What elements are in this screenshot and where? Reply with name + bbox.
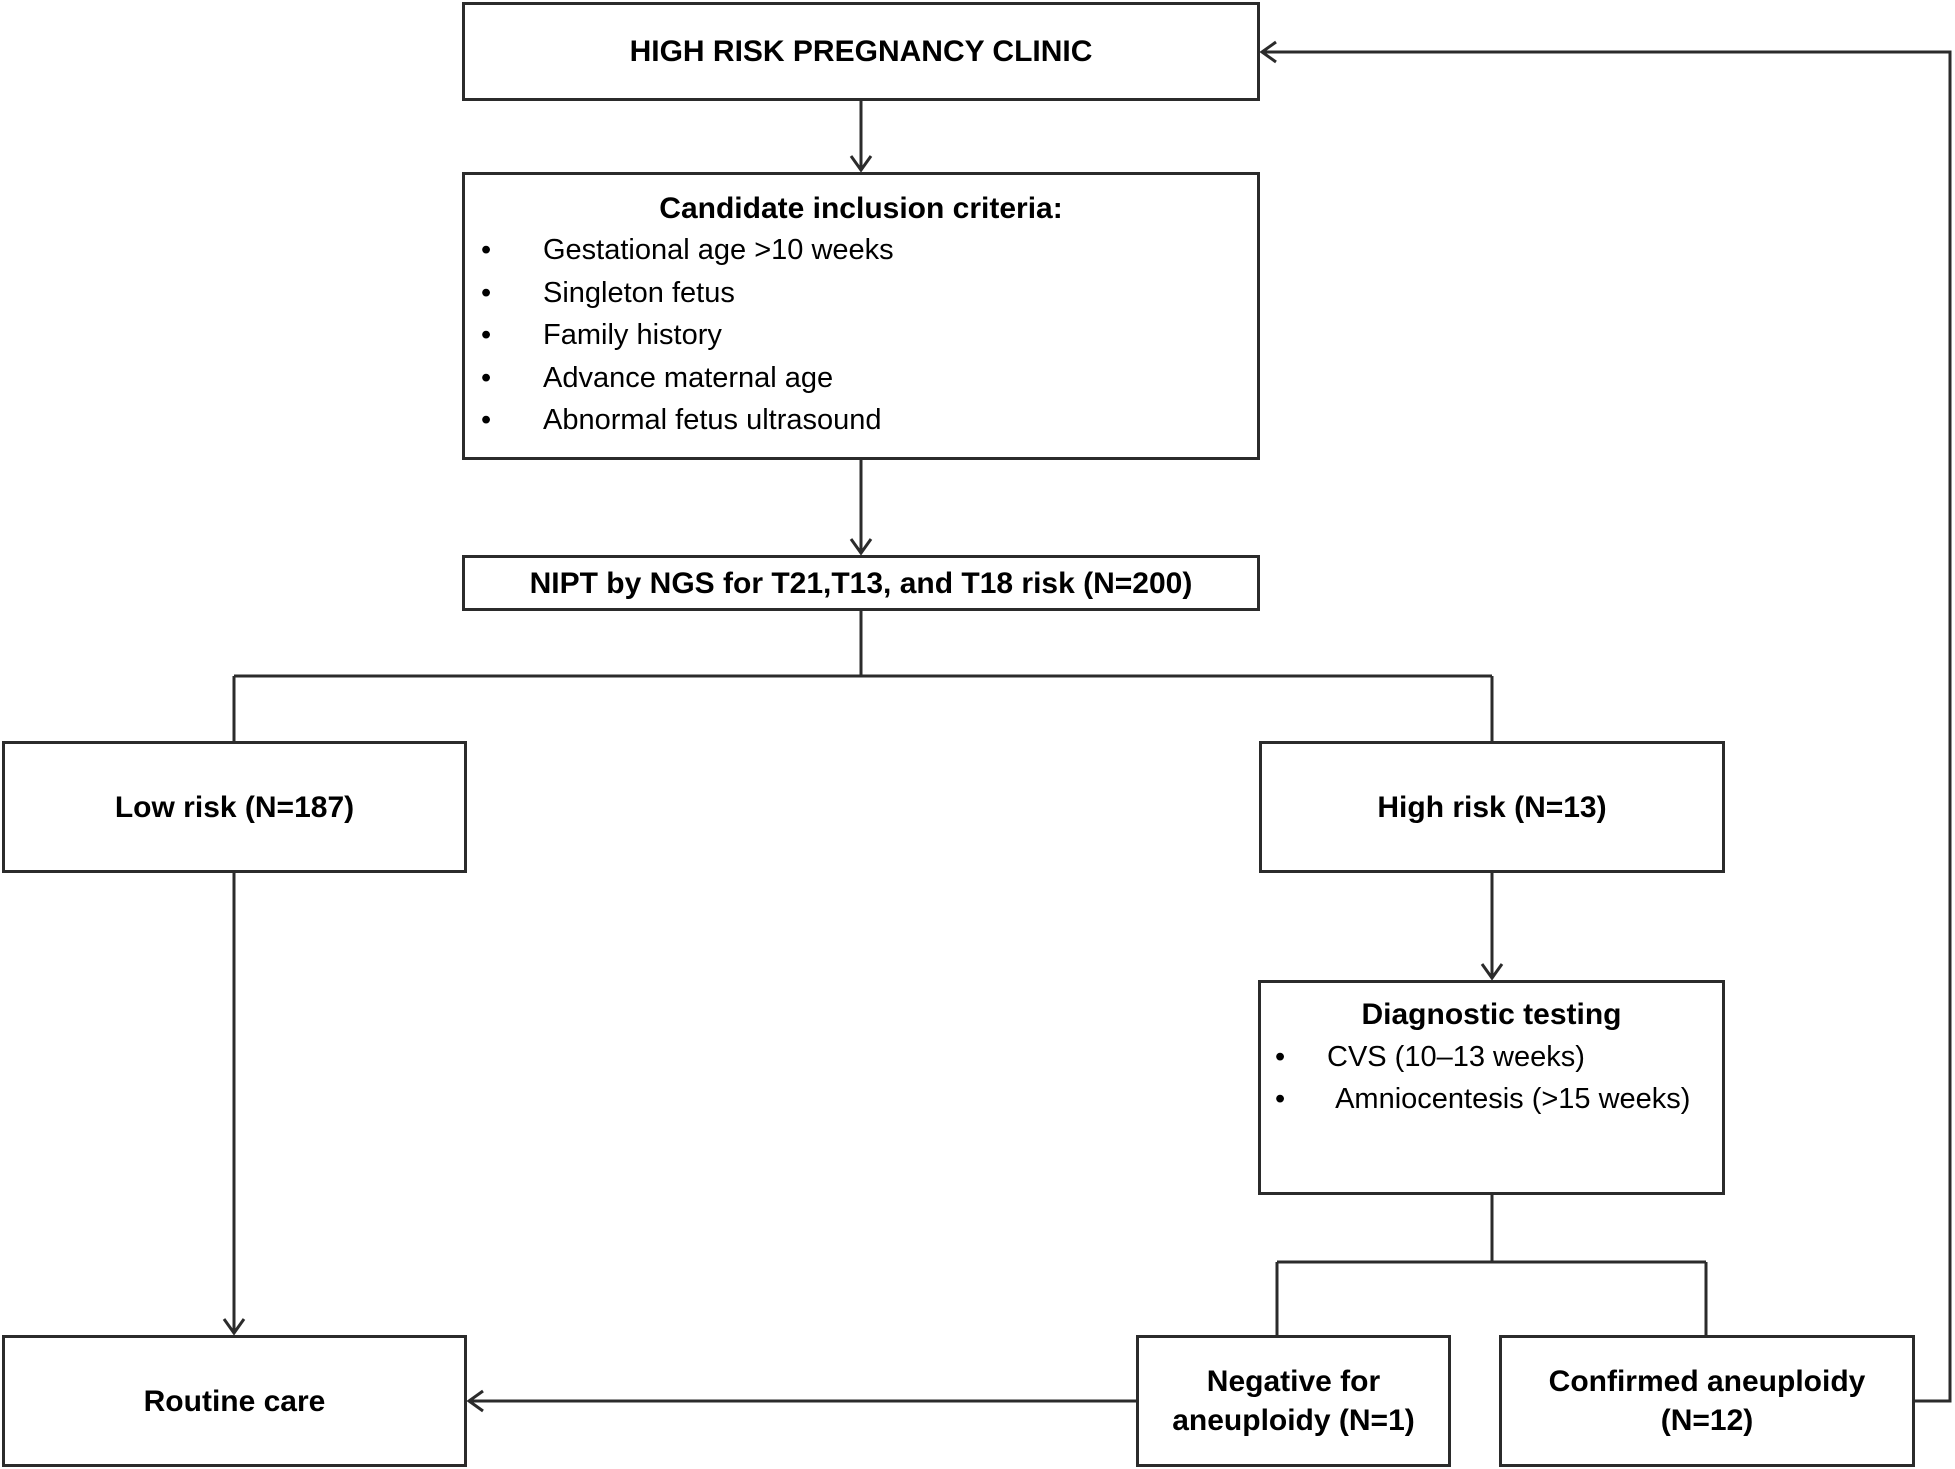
inclusion-criteria-list: •Gestational age >10 weeks •Singleton fe…: [465, 232, 1257, 445]
diagnostic-testing-list: •CVS (10–13 weeks) • Amniocentesis (>15 …: [1261, 1036, 1722, 1120]
arrowhead-nipt: [849, 538, 873, 556]
routine-care-box: Routine care: [2, 1335, 467, 1467]
arrow-confirmed-to-clinic: [1262, 50, 1952, 1403]
clinic-box: HIGH RISK PREGNANCY CLINIC: [462, 2, 1260, 101]
confirmed-aneuploidy-box: Confirmed aneuploidy (N=12): [1499, 1335, 1915, 1467]
routine-care-label: Routine care: [143, 1384, 326, 1418]
low-risk-label: Low risk (N=187): [114, 790, 355, 824]
list-item: •Family history: [481, 317, 1257, 360]
clinic-label: HIGH RISK PREGNANCY CLINIC: [629, 35, 1093, 68]
arrowhead-routine: [222, 1318, 246, 1336]
list-item: • Amniocentesis (>15 weeks): [1275, 1078, 1722, 1120]
nipt-box: NIPT by NGS for T21,T13, and T18 risk (N…: [462, 555, 1260, 611]
list-item: •Advance maternal age: [481, 360, 1257, 403]
list-item: •CVS (10–13 weeks): [1275, 1036, 1722, 1078]
diagnostic-testing-title: Diagnostic testing: [1361, 998, 1622, 1031]
bullet: •: [1275, 1083, 1286, 1116]
inclusion-criteria-box: Candidate inclusion criteria: •Gestation…: [462, 172, 1260, 460]
arrowhead-clinic: [1259, 40, 1277, 64]
list-item: •Abnormal fetus ultrasound: [481, 402, 1257, 445]
nipt-label: NIPT by NGS for T21,T13, and T18 risk (N…: [529, 566, 1193, 600]
negative-aneuploidy-label: Negative for aneuploidy (N=1): [1172, 1365, 1415, 1437]
confirmed-aneuploidy-label: Confirmed aneuploidy (N=12): [1548, 1365, 1866, 1437]
high-risk-label: High risk (N=13): [1377, 790, 1607, 824]
arrowhead-diagnostic: [1480, 963, 1504, 981]
bullet: •: [481, 404, 492, 436]
inclusion-criteria-title: Candidate inclusion criteria:: [659, 192, 1063, 225]
negative-aneuploidy-box: Negative for aneuploidy (N=1): [1136, 1335, 1451, 1467]
list-item: •Singleton fetus: [481, 275, 1257, 318]
low-risk-box: Low risk (N=187): [2, 741, 467, 873]
arrowhead-routine-left: [466, 1389, 484, 1413]
bullet: •: [481, 319, 492, 351]
diagnostic-testing-box: Diagnostic testing •CVS (10–13 weeks) • …: [1258, 980, 1725, 1195]
bullet: •: [481, 276, 492, 309]
high-risk-box: High risk (N=13): [1259, 741, 1725, 873]
bullet: •: [481, 234, 492, 266]
arrowhead-criteria: [849, 155, 873, 173]
bullet: •: [1275, 1041, 1286, 1073]
bullet: •: [481, 361, 492, 394]
list-item: •Gestational age >10 weeks: [481, 232, 1257, 275]
